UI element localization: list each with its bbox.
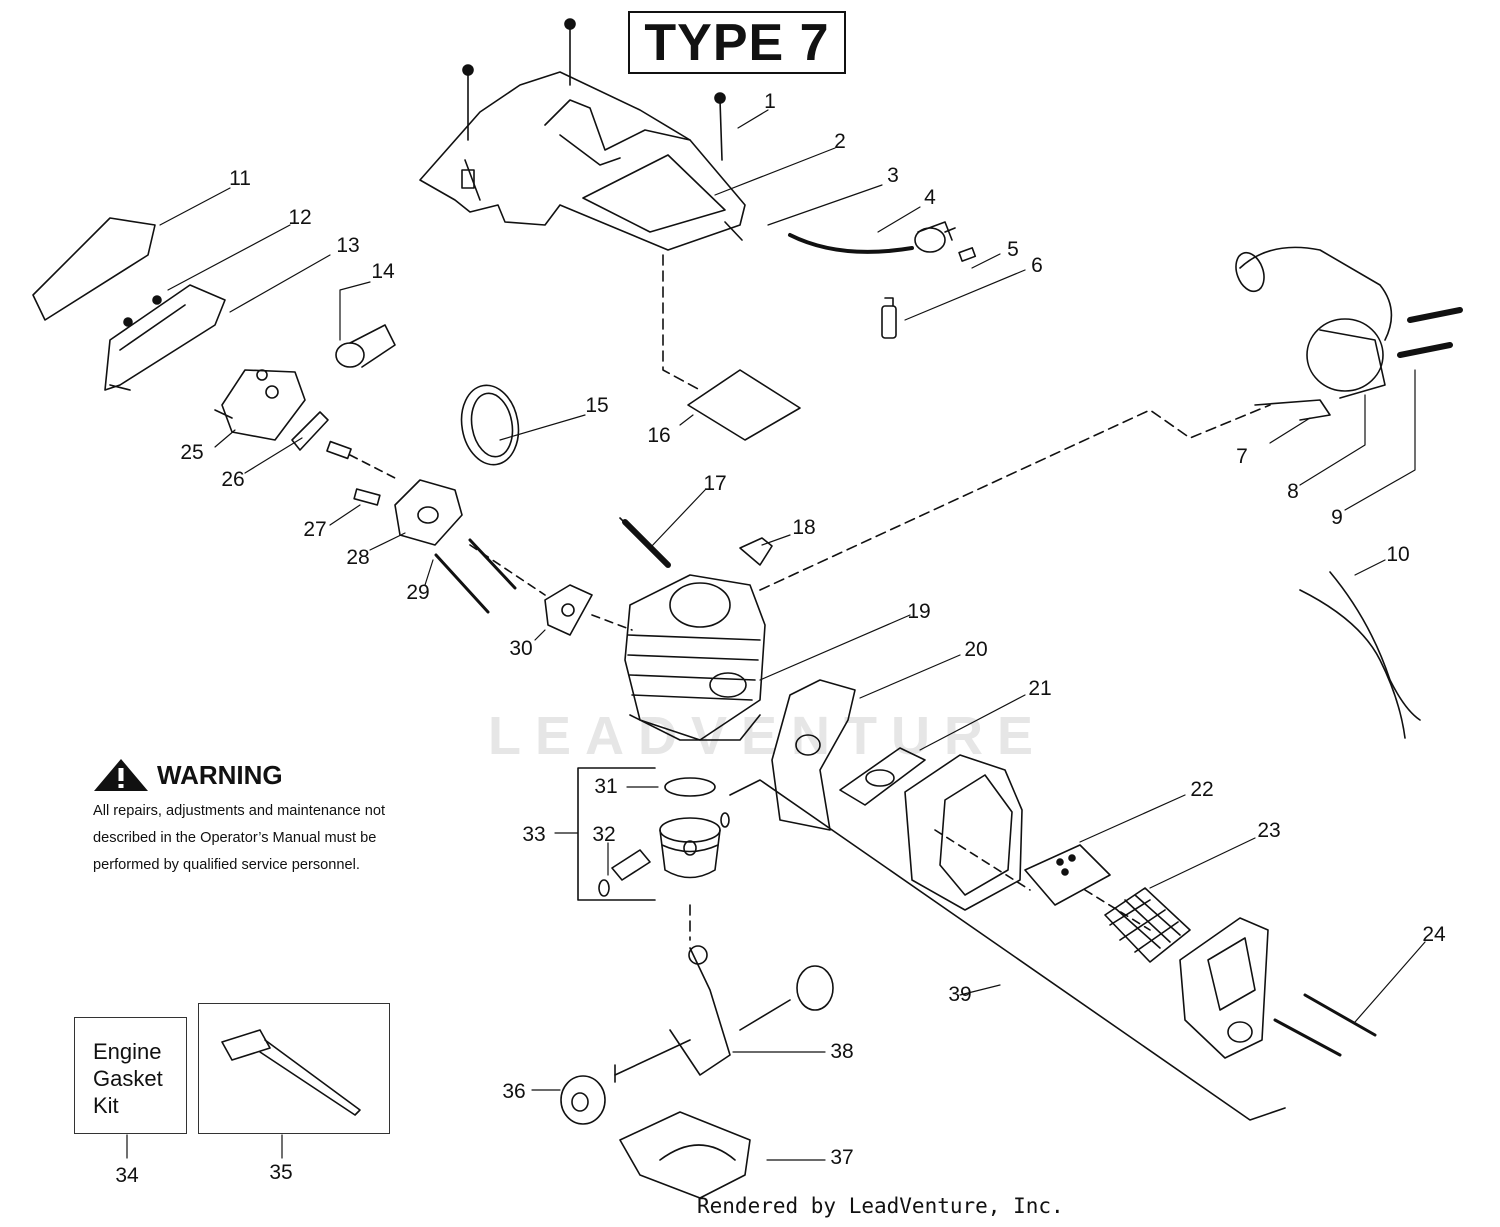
warning-header: WARNING <box>93 758 443 792</box>
bolt-29-part <box>434 553 490 614</box>
intake-adapter-part <box>394 479 463 546</box>
callout-23: 23 <box>1257 819 1280 842</box>
bearing-part <box>560 1075 606 1125</box>
top-cover-part <box>419 71 746 251</box>
primer-part <box>914 221 956 253</box>
heat-shield-part <box>771 679 856 831</box>
callout-24: 24 <box>1422 923 1446 946</box>
air-filter-part <box>32 217 156 321</box>
callout-11: 11 <box>229 167 251 190</box>
piston-pin-part <box>598 812 730 897</box>
piston-ring-part <box>664 777 716 797</box>
callout-39: 39 <box>948 983 971 1006</box>
ignition-coil-part <box>1235 246 1463 421</box>
callout-36: 36 <box>502 1080 525 1103</box>
callout-5: 5 <box>1007 238 1019 261</box>
piston-part <box>659 817 721 879</box>
crankshaft-part <box>614 945 834 1083</box>
callout-16: 16 <box>647 424 670 447</box>
baffle-plate-part <box>1024 844 1111 906</box>
callout-26: 26 <box>221 468 244 491</box>
callout-17: 17 <box>703 472 726 495</box>
engine-gasket-kit-box: Engine Gasket Kit <box>74 1017 187 1134</box>
plug-boot-part <box>739 537 773 566</box>
callout-38: 38 <box>830 1040 853 1063</box>
callout-30: 30 <box>509 637 532 660</box>
kit-line-2: Gasket <box>93 1066 163 1091</box>
callout-14: 14 <box>371 260 395 283</box>
cyl-gasket-part <box>544 584 593 636</box>
muffler-part <box>904 754 1023 911</box>
carburetor-part <box>214 369 306 441</box>
spark-screen-part <box>1104 887 1191 963</box>
callout-28: 28 <box>346 546 369 569</box>
type-title-box: TYPE 7 <box>628 11 846 74</box>
warning-line-3: performed by qualified service personnel… <box>93 857 360 873</box>
warning-line-1: All repairs, adjustments and maintenance… <box>93 803 386 819</box>
wire-harness-part <box>1299 571 1421 739</box>
callout-7: 7 <box>1236 445 1248 468</box>
seal-ring-part <box>460 384 520 466</box>
callout-22: 22 <box>1190 778 1213 801</box>
callout-21: 21 <box>1028 677 1051 700</box>
callout-19: 19 <box>907 600 930 623</box>
callout-12: 12 <box>288 206 311 229</box>
warning-notice: WARNING All repairs, adjustments and mai… <box>93 758 443 879</box>
combination-wrench-part <box>221 1029 361 1116</box>
fuel-filter-part <box>881 297 897 339</box>
callout-8: 8 <box>1287 480 1299 503</box>
callout-4: 4 <box>924 186 936 209</box>
watermark: LEADVENTURE <box>488 706 1048 766</box>
callout-32: 32 <box>592 823 615 846</box>
carb-gasket-part <box>291 411 329 451</box>
callout-27: 27 <box>303 518 326 541</box>
muffler-cover-part <box>1179 917 1377 1059</box>
callout-13: 13 <box>336 234 359 257</box>
crankcase-part <box>619 1111 751 1199</box>
footer-credit: Rendered by LeadVenture, Inc. <box>697 1194 1064 1218</box>
callout-3: 3 <box>887 164 899 187</box>
callout-29: 29 <box>406 581 429 604</box>
decal-part <box>687 369 801 441</box>
fuel-hose-part <box>788 233 914 254</box>
callout-9: 9 <box>1331 506 1343 529</box>
piston-bracket <box>577 767 656 901</box>
callout-34: 34 <box>115 1164 139 1187</box>
grommet-part <box>958 247 977 262</box>
callout-25: 25 <box>180 441 203 464</box>
kit-line-3: Kit <box>93 1093 119 1118</box>
callout-31: 31 <box>594 775 617 798</box>
callout-18: 18 <box>792 516 815 539</box>
callout-10: 10 <box>1386 543 1409 566</box>
callout-33: 33 <box>522 823 545 846</box>
callout-15: 15 <box>585 394 608 417</box>
kit-line-1: Engine <box>93 1039 162 1064</box>
bolt-29b-part <box>468 538 517 590</box>
callout-1: 1 <box>764 90 776 113</box>
warning-line-2: described in the Operator’s Manual must … <box>93 830 377 846</box>
screws-27-part <box>326 440 396 506</box>
filter-holder-part <box>104 284 226 391</box>
tool-box <box>198 1003 390 1134</box>
callout-20: 20 <box>964 638 987 661</box>
warning-triangle-icon <box>94 759 148 791</box>
page-title: TYPE 7 <box>644 13 830 72</box>
warning-heading: WARNING <box>157 759 283 790</box>
spark-plug-part <box>619 517 671 568</box>
cover-screws-part <box>462 18 726 161</box>
callout-2: 2 <box>834 130 846 153</box>
warning-text: All repairs, adjustments and maintenance… <box>93 798 443 879</box>
callout-6: 6 <box>1031 254 1043 277</box>
cylinder-part <box>624 574 766 741</box>
intake-boot-part <box>335 324 396 368</box>
callout-37: 37 <box>830 1146 853 1169</box>
callout-35: 35 <box>269 1161 292 1184</box>
muffler-gasket-part <box>839 747 926 806</box>
